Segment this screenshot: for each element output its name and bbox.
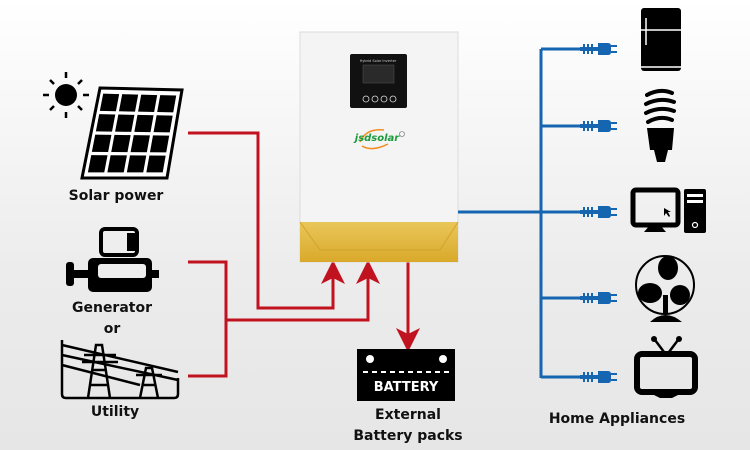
solar-cell	[111, 134, 131, 153]
solar-cell	[138, 94, 158, 112]
ac-output-bus	[458, 47, 580, 379]
plug-icon	[580, 120, 617, 132]
generator-label: Generator	[72, 300, 152, 316]
home-appliances-label: Home Appliances	[549, 411, 685, 427]
fan-icon	[635, 255, 695, 322]
computer-icon	[630, 187, 706, 233]
solar-cell	[126, 155, 147, 173]
solar-cell	[91, 134, 112, 152]
plug-icon	[580, 371, 617, 383]
solar-cell	[95, 114, 116, 132]
solar-cell	[153, 115, 173, 133]
battery-caption-line2: Battery packs	[353, 428, 462, 444]
solar-power-label: Solar power	[69, 188, 164, 204]
generator-to-inverter-line	[226, 260, 380, 322]
plug-icon	[580, 43, 617, 55]
solar-cell	[149, 135, 170, 153]
battery-box-label: BATTERY	[374, 380, 439, 395]
inverter-display-panel: Hybrid Solar Inverter	[350, 54, 407, 108]
solar-cell	[107, 155, 127, 173]
solar-cell	[134, 114, 154, 133]
solar-cell	[115, 114, 135, 132]
solar-cell	[157, 95, 177, 113]
utility-tower-icon	[60, 340, 180, 400]
or-label: or	[104, 321, 121, 337]
solar-cell	[118, 94, 139, 112]
refrigerator-icon	[641, 8, 681, 71]
solar-panel-icon	[80, 86, 184, 180]
generator-icon	[66, 227, 159, 292]
display-title: Hybrid Solar Inverter	[360, 59, 397, 63]
light-bulb-icon	[644, 88, 676, 162]
solar-to-inverter-line	[188, 131, 345, 310]
plug-icon	[580, 292, 617, 304]
battery-caption-line1: External	[375, 407, 441, 423]
solar-cell	[99, 93, 120, 112]
solar-cell	[87, 155, 108, 173]
solar-cell	[146, 155, 166, 173]
hybrid-inverter: Hybrid Solar Inverter jsdsolar	[299, 31, 459, 263]
brand-logo: jsdsolar	[353, 129, 405, 150]
brand-logo-text: jsdsolar	[353, 133, 401, 144]
sun-icon	[43, 72, 89, 118]
battery-icon: BATTERY	[357, 349, 455, 401]
utility-label: Utility	[91, 404, 139, 420]
grid-connector-line	[188, 260, 228, 378]
plug-icon	[580, 206, 617, 218]
tv-icon	[634, 336, 698, 398]
solar-cell	[130, 135, 150, 153]
